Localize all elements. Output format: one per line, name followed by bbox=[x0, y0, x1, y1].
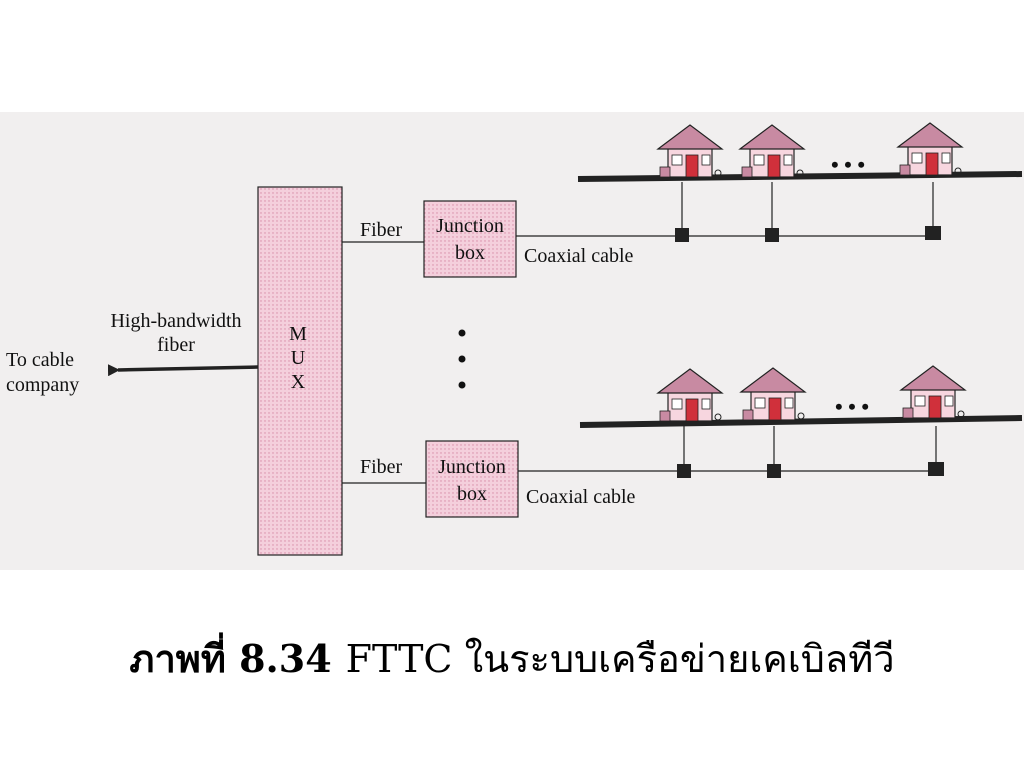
upper-tap-1 bbox=[675, 228, 689, 242]
mux-letter-u: U bbox=[291, 347, 306, 369]
lower-house-2 bbox=[740, 367, 806, 421]
high-bandwidth-fiber-arrow bbox=[107, 364, 259, 377]
mux-letter-x: X bbox=[291, 371, 306, 393]
lower-house-3 bbox=[900, 365, 966, 419]
lower-street-line bbox=[579, 415, 1023, 428]
figure-title: FTTC ในระบบเครือข่ายเคเบิลทีวี bbox=[345, 637, 895, 681]
high-bandwidth-label-line1: High-bandwidth bbox=[110, 310, 241, 332]
upper-house-ellipsis: • • • bbox=[831, 152, 865, 177]
lower-fiber-label: Fiber bbox=[360, 456, 403, 478]
lower-coax-label: Coaxial cable bbox=[526, 486, 636, 508]
figure-caption: ภาพที่ 8.34 FTTC ในระบบเครือข่ายเคเบิลทีว… bbox=[0, 628, 1024, 689]
lower-junction-label-line2: box bbox=[457, 483, 487, 505]
lower-tap-1 bbox=[677, 464, 691, 478]
mux-letter-m: M bbox=[289, 323, 307, 345]
lower-junction-label-line1: Junction bbox=[438, 456, 506, 478]
lower-junction-box bbox=[425, 440, 519, 518]
upper-fiber-label: Fiber bbox=[360, 219, 403, 241]
lower-house-ellipsis: • • • bbox=[835, 394, 869, 419]
upper-tap-2 bbox=[765, 228, 779, 242]
branch-dot-3 bbox=[458, 381, 466, 389]
upper-house-2 bbox=[739, 124, 805, 178]
mux-box bbox=[257, 186, 343, 556]
upper-coax-label: Coaxial cable bbox=[524, 245, 634, 267]
upper-house-3 bbox=[897, 122, 963, 176]
lower-house-1 bbox=[657, 368, 723, 422]
branch-dot-2 bbox=[458, 355, 466, 363]
lower-tap-3 bbox=[928, 462, 944, 476]
branch-dot-1 bbox=[458, 329, 466, 337]
cable-company-label-line1: To cable bbox=[6, 349, 74, 371]
figure-number: ภาพที่ 8.34 bbox=[129, 636, 332, 681]
upper-house-1 bbox=[657, 124, 723, 178]
upper-tap-3 bbox=[925, 226, 941, 240]
high-bandwidth-label-line2: fiber bbox=[157, 334, 195, 356]
upper-junction-box bbox=[423, 200, 517, 278]
lower-tap-2 bbox=[767, 464, 781, 478]
upper-junction-label-line1: Junction bbox=[436, 215, 504, 237]
cable-company-label-line2: company bbox=[6, 374, 79, 396]
upper-junction-label-line2: box bbox=[455, 242, 485, 264]
